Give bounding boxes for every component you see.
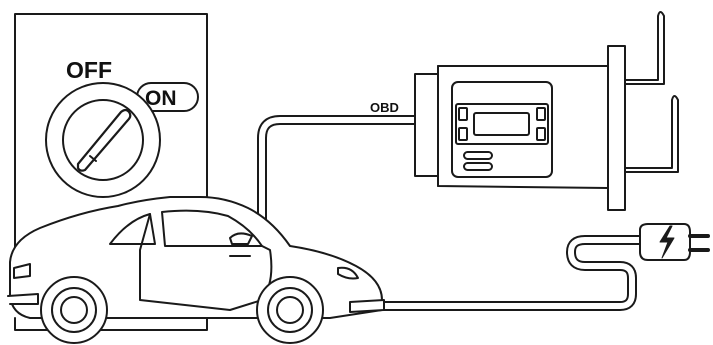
ignition-off-label: OFF <box>66 57 112 83</box>
ignition-panel <box>14 13 208 331</box>
power-plug-icon <box>639 223 710 261</box>
power-cable <box>375 235 645 311</box>
ignition-on-label: ON <box>145 87 177 110</box>
car-icon <box>7 196 385 344</box>
obd-cable <box>257 115 421 245</box>
ignition-key-icon <box>45 82 161 198</box>
diagnostic-scanner-icon <box>414 11 679 211</box>
obd-port-label: OBD <box>370 100 399 115</box>
lightning-bolt-icon <box>659 225 675 259</box>
